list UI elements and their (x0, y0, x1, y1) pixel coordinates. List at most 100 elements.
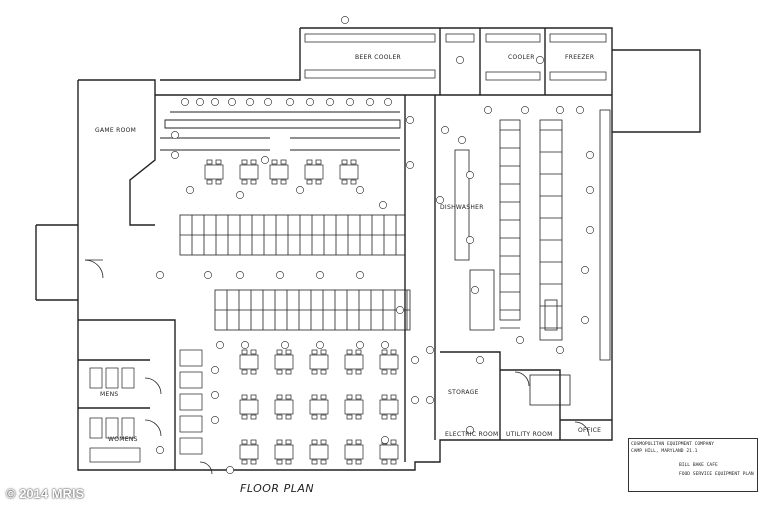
table (269, 164, 289, 180)
chair (206, 179, 213, 185)
chair (311, 394, 318, 400)
callout-bubble (536, 56, 544, 64)
callout-bubble (156, 271, 164, 279)
chair (320, 439, 327, 445)
chair (355, 369, 362, 375)
chair (355, 414, 362, 420)
chair (250, 414, 257, 420)
callout-bubble (356, 271, 364, 279)
title-block-company: COSMOPOLITAN EQUIPMENT COMPANY (631, 442, 714, 447)
callout-bubble (264, 98, 272, 106)
booth (179, 437, 203, 455)
chair (285, 349, 292, 355)
callout-bubble (411, 396, 419, 404)
table (274, 444, 294, 460)
callout-bubble (379, 201, 387, 209)
chair (285, 394, 292, 400)
label-beer-cooler: BEER COOLER (355, 54, 402, 61)
callout-bubble (196, 98, 204, 106)
chair (276, 439, 283, 445)
chair (206, 159, 213, 165)
chair (250, 349, 257, 355)
callout-bubble (346, 98, 354, 106)
chair (390, 414, 397, 420)
table (274, 399, 294, 415)
table (204, 164, 224, 180)
chair (390, 369, 397, 375)
title-block-project: BILL BAKE CAFE (679, 463, 718, 468)
floor-plan-title: FLOOR PLAN (240, 482, 315, 495)
chair (390, 459, 397, 465)
callout-bubble (456, 56, 464, 64)
chair (346, 414, 353, 420)
chair (250, 439, 257, 445)
callout-bubble (316, 271, 324, 279)
chair (320, 459, 327, 465)
callout-bubble (186, 186, 194, 194)
callout-bubble (326, 98, 334, 106)
chair (355, 349, 362, 355)
table (304, 164, 324, 180)
callout-bubble (306, 98, 314, 106)
callout-bubble (276, 271, 284, 279)
chair (241, 159, 248, 165)
chair (241, 414, 248, 420)
callout-bubble (171, 151, 179, 159)
chair (271, 179, 278, 185)
callout-bubble (581, 266, 589, 274)
table (344, 444, 364, 460)
chair (285, 459, 292, 465)
table (309, 399, 329, 415)
callout-bubble (406, 116, 414, 124)
chair (320, 349, 327, 355)
label-cooler: COOLER (508, 54, 535, 61)
chair (381, 394, 388, 400)
callout-bubble (516, 336, 524, 344)
chair (381, 459, 388, 465)
callout-bubble (396, 306, 404, 314)
chair (311, 414, 318, 420)
callout-bubble (441, 126, 449, 134)
chair (306, 179, 313, 185)
callout-bubble (281, 341, 289, 349)
table (274, 354, 294, 370)
chair (355, 439, 362, 445)
table (309, 444, 329, 460)
callout-bubble (356, 341, 364, 349)
callout-bubble (216, 341, 224, 349)
chair (250, 369, 257, 375)
table (239, 164, 259, 180)
callout-bubble (356, 186, 364, 194)
callout-bubble (261, 156, 269, 164)
chair (390, 439, 397, 445)
booth (179, 371, 203, 389)
booth (179, 415, 203, 433)
chair (346, 369, 353, 375)
chair (341, 179, 348, 185)
chair (346, 349, 353, 355)
title-block-sheet: FOOD SERVICE EQUIPMENT PLAN (679, 472, 754, 477)
booth (179, 349, 203, 367)
callout-bubble (211, 366, 219, 374)
chair (276, 349, 283, 355)
callout-bubble (181, 98, 189, 106)
callout-bubble (466, 426, 474, 434)
chair (350, 179, 357, 185)
chair (215, 159, 222, 165)
chair (390, 349, 397, 355)
label-womens: WOMENS (108, 436, 138, 443)
callout-bubble (411, 356, 419, 364)
chair (241, 349, 248, 355)
chair (306, 159, 313, 165)
callout-bubble (484, 106, 492, 114)
chair (346, 394, 353, 400)
chair (355, 394, 362, 400)
chair (320, 369, 327, 375)
chair (241, 179, 248, 185)
callout-bubble (426, 346, 434, 354)
chair (276, 459, 283, 465)
chair (381, 369, 388, 375)
table (309, 354, 329, 370)
chair (250, 459, 257, 465)
